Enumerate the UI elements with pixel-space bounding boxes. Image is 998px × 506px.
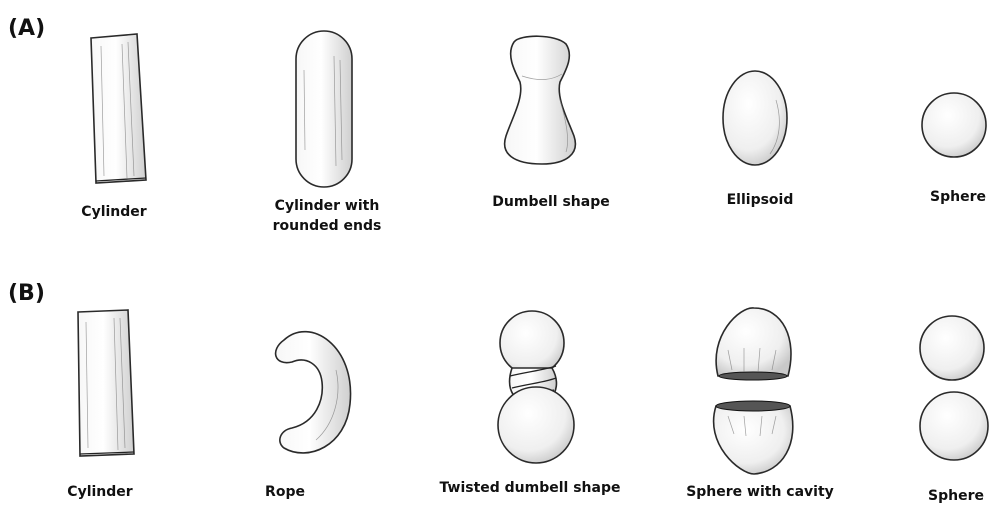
shape-label: Ellipsoid xyxy=(727,190,794,210)
panel-label-b: (B) xyxy=(8,283,45,305)
rope-icon xyxy=(276,332,351,453)
shape-label: Cylinder xyxy=(67,482,132,502)
shape-label: Cylinder xyxy=(81,202,146,222)
dumbbell-icon xyxy=(505,36,576,164)
shape-label: Dumbell shape xyxy=(492,192,609,212)
double-sphere-icon xyxy=(920,316,988,460)
panel-label-a: (A) xyxy=(8,18,45,40)
shape-label: Sphere xyxy=(928,486,984,506)
cylinder-icon xyxy=(91,34,146,183)
ellipsoid-icon xyxy=(723,71,787,165)
sphere-with-cavity-icon xyxy=(714,308,793,474)
shape-label: Cylinder with rounded ends xyxy=(273,196,382,237)
twisted-dumbbell-icon xyxy=(498,311,574,463)
cylinder-icon xyxy=(78,310,134,456)
rounded-cylinder-icon xyxy=(296,31,352,187)
shape-label: Rope xyxy=(265,482,305,502)
shape-label: Twisted dumbell shape xyxy=(440,478,621,498)
shape-label: Sphere with cavity xyxy=(686,482,834,502)
sphere-icon xyxy=(922,93,986,157)
shape-label: Sphere xyxy=(930,187,986,207)
